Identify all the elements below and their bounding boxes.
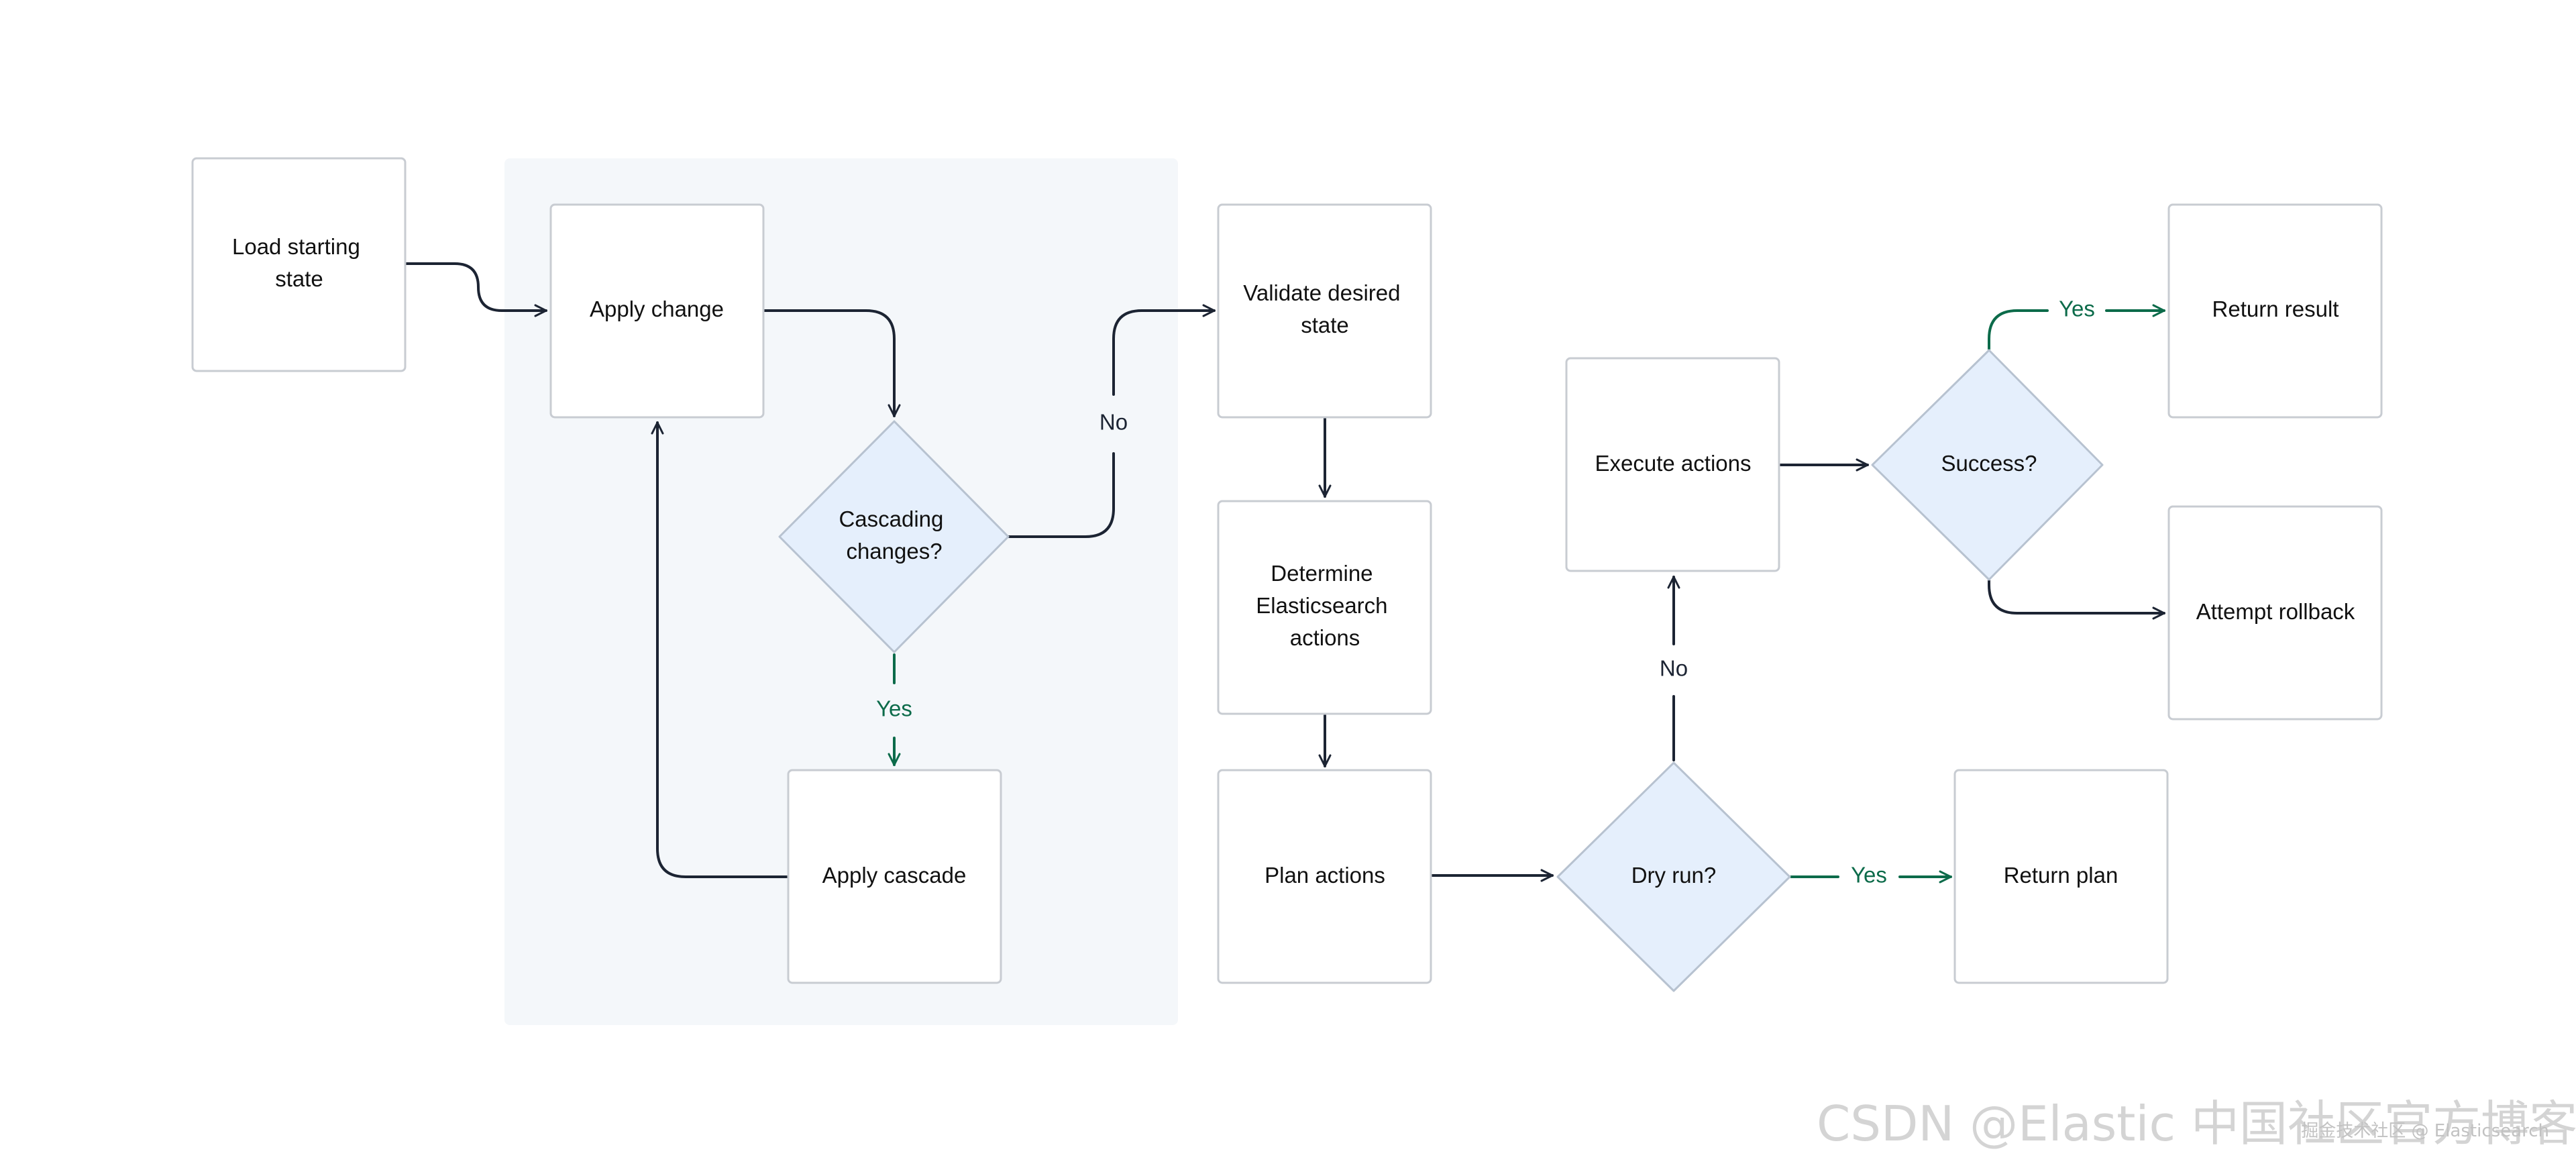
node-validate-desired-state: Validate desired state <box>1243 280 1406 337</box>
node-attempt-rollback: Attempt rollback <box>2196 599 2355 624</box>
edge-label-dry-run-yes: Yes <box>1851 863 1887 888</box>
label-line: actions <box>1290 625 1360 650</box>
label-line: Validate desired <box>1243 280 1400 305</box>
label-line: Elasticsearch <box>1256 593 1387 618</box>
watermark-sub: 掘金技术社区 @ Elasticsearch <box>2301 1121 2549 1141</box>
edge-label-success-yes: Yes <box>2059 297 2095 321</box>
node-execute-actions: Execute actions <box>1595 451 1752 476</box>
edge-success-to-rollback <box>1988 580 2165 620</box>
node-plan-actions: Plan actions <box>1265 863 1385 888</box>
watermark: CSDN @Elastic 中国社区官方博客 掘金技术社区 @ Elastics… <box>1817 1096 2576 1152</box>
node-load-starting-state: Load starting state <box>232 234 366 291</box>
label-line: Determine <box>1271 561 1373 586</box>
process-nodes <box>191 157 2383 984</box>
label-line: Plan actions <box>1265 863 1385 888</box>
label-line: Apply cascade <box>822 863 967 888</box>
node-return-plan-box <box>1953 769 2169 984</box>
watermark-main: CSDN @Elastic 中国社区官方博客 <box>1817 1096 2576 1152</box>
edge-labels: No Yes Yes No Yes <box>876 297 2095 888</box>
node-execute-actions-box <box>1565 357 1780 572</box>
label-line: Dry run? <box>1631 863 1717 888</box>
edge-cascading-no-to-validate <box>1008 452 1115 538</box>
edge-label-cascading-yes: Yes <box>876 696 912 721</box>
edge-label-cascading-no: No <box>1099 410 1128 435</box>
decision-cascading-changes-shape <box>778 420 1010 653</box>
decision-dry-run: Dry run? <box>1631 863 1717 888</box>
decision-nodes <box>778 349 2104 992</box>
edge-apply-cascade-to-apply-change <box>651 421 790 878</box>
node-determine-elasticsearch-actions: Determine Elasticsearch actions <box>1256 561 1393 650</box>
decision-dry-run-shape <box>1556 761 1791 992</box>
label-line: state <box>275 266 323 291</box>
edge-load-to-apply-change <box>404 262 547 317</box>
label-line: Apply change <box>590 297 724 321</box>
node-validate-desired-state-box <box>1217 203 1432 419</box>
node-load-starting-state-box <box>191 157 407 372</box>
node-apply-cascade-box <box>787 769 1002 984</box>
edge-apply-change-to-cascading <box>762 309 901 417</box>
node-plan-actions-box <box>1217 769 1432 984</box>
edge-label-dry-run-no: No <box>1660 656 1688 681</box>
node-apply-cascade: Apply cascade <box>822 863 967 888</box>
label-line: Execute actions <box>1595 451 1752 476</box>
node-apply-change-box <box>549 203 765 419</box>
node-return-result-box <box>2167 203 2383 419</box>
label-line: Load starting <box>232 234 360 259</box>
label-line: Return plan <box>2004 863 2118 888</box>
edge-cascading-no-to-validate-upper <box>1112 304 1216 396</box>
decision-success-shape <box>1871 349 2104 581</box>
edges <box>404 262 2165 884</box>
node-return-plan: Return plan <box>2004 863 2118 888</box>
label-line: Success? <box>1941 451 2037 476</box>
decision-success: Success? <box>1941 451 2037 476</box>
decision-cascading-changes: Cascading changes? <box>839 507 949 564</box>
node-determine-actions-box <box>1217 500 1432 715</box>
label-line: changes? <box>846 539 942 564</box>
label-line: Cascading <box>839 507 943 531</box>
label-line: Attempt rollback <box>2196 599 2355 624</box>
label-line: Return result <box>2212 297 2339 321</box>
node-return-result: Return result <box>2212 297 2339 321</box>
node-apply-change: Apply change <box>590 297 724 321</box>
node-labels: Load starting state Apply change Cascadi… <box>232 234 2355 888</box>
edge-success-yes-left <box>1988 309 2049 350</box>
node-attempt-rollback-box <box>2167 505 2383 721</box>
label-line: state <box>1301 313 1349 337</box>
